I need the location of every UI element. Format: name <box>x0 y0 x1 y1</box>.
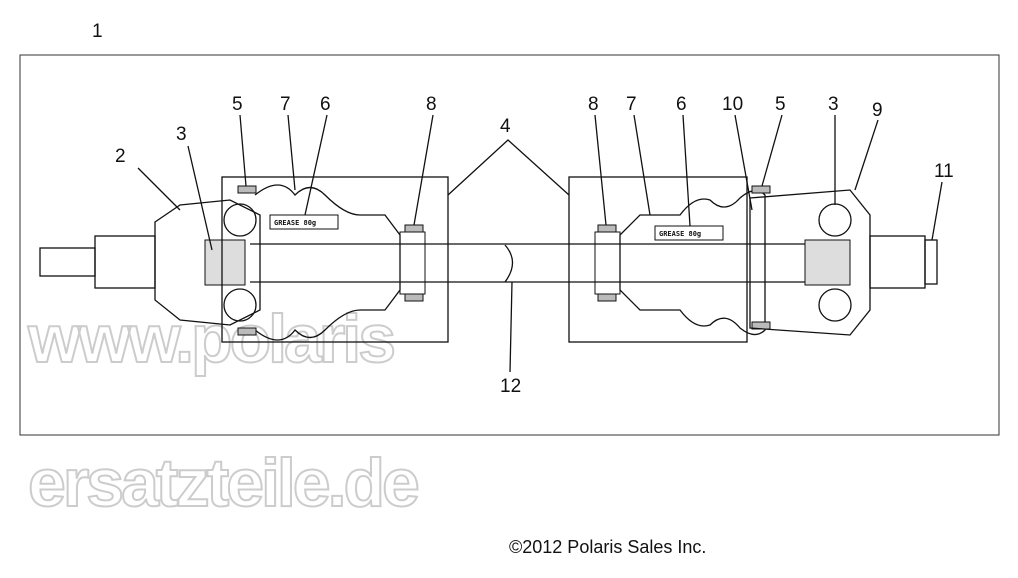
callout-6: 6 <box>320 94 331 115</box>
copyright: ©2012 Polaris Sales Inc. <box>509 537 707 557</box>
callout-3b: 3 <box>828 94 839 115</box>
grease-tag-right <box>654 225 724 241</box>
callout-7: 7 <box>280 94 291 115</box>
watermark: www.polaris ersatzteile.de <box>27 301 418 521</box>
callout-10: 10 <box>722 94 743 115</box>
callout-8b: 8 <box>588 94 599 115</box>
callout-12: 12 <box>500 376 521 397</box>
figure-number: 1 <box>92 21 103 42</box>
callout-7b: 7 <box>626 94 637 115</box>
callout-3: 3 <box>176 124 187 145</box>
grease-label-right: GREASE 80g <box>659 230 701 238</box>
callout-8: 8 <box>426 94 437 115</box>
watermark-line-2: ersatzteile.de <box>28 445 418 521</box>
callout-5: 5 <box>232 94 243 115</box>
diagram-frame <box>19 54 1000 436</box>
grease-label-left: GREASE 80g <box>274 219 316 227</box>
callout-6b: 6 <box>676 94 687 115</box>
callout-11: 11 <box>934 161 954 182</box>
callout-5b: 5 <box>775 94 786 115</box>
callout-4: 4 <box>500 116 511 137</box>
callouts: 2 3 5 7 6 8 4 8 7 6 10 5 3 9 11 12 <box>115 94 954 397</box>
grease-tag-left <box>269 214 339 230</box>
callout-2: 2 <box>115 146 126 167</box>
watermark-line-1: www.polaris <box>27 301 394 377</box>
callout-9: 9 <box>872 100 883 121</box>
leader-lines <box>137 114 943 373</box>
